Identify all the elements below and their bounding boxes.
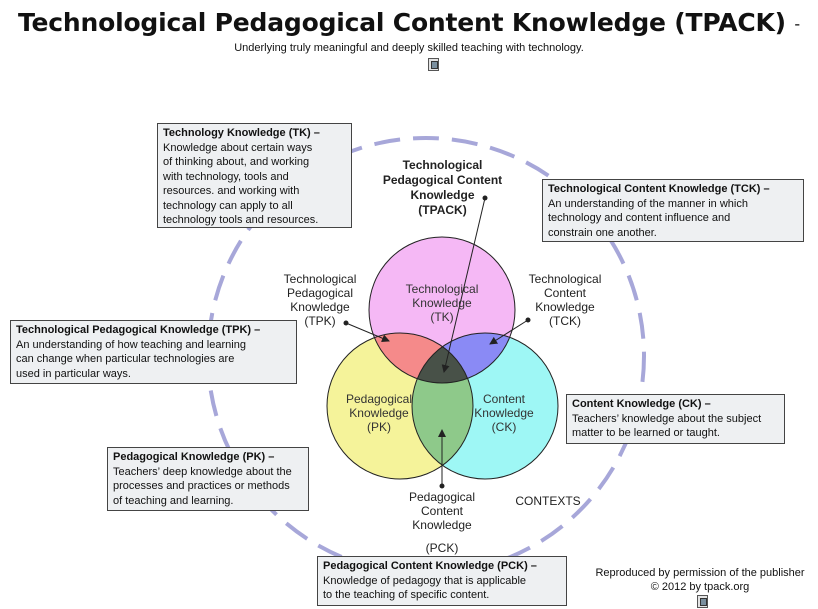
ck-circle-label: Content Knowledge (CK) (464, 392, 544, 434)
tpack-label-line: Technological (402, 158, 483, 172)
pck-box: Pedagogical Content Knowledge (PCK) – Kn… (317, 556, 567, 606)
tk-box: Technology Knowledge (TK) – Knowledge ab… (157, 123, 352, 228)
tck-box-line: An understanding of the manner in which (548, 197, 748, 210)
pk-box: Pedagogical Knowledge (PK) – Teachers’ d… (107, 447, 309, 511)
title-dash: - (794, 14, 800, 34)
tk-box-line: technology tools and resources. (163, 214, 319, 226)
tpack-connector (441, 197, 486, 373)
pck-label-line: Knowledge (412, 518, 472, 532)
tck-label-line: Content (543, 286, 587, 300)
tk-box-line: technology can apply to all (163, 199, 293, 212)
ck-box-line: Teachers’ knowledge about the subject (572, 412, 762, 425)
pck-label-line: Pedagogical (408, 490, 476, 504)
tpk-connector (345, 322, 390, 342)
ck-circle-line: Content (482, 392, 526, 406)
pck-label: Pedagogical Content Knowledge (392, 490, 492, 532)
tpk-label-line: Knowledge (290, 300, 350, 314)
tpk-connector-dot (343, 320, 349, 326)
tck-connector (489, 319, 529, 345)
tck-box-line: constrain one another. (548, 226, 657, 239)
pk-box-line: Teachers’ deep knowledge about the (113, 465, 292, 478)
pk-circle-line: Pedagogical (345, 392, 413, 406)
tpack-connector-dot (482, 195, 488, 201)
ck-circle-line: (CK) (491, 420, 517, 434)
contexts-label: CONTEXTS (515, 494, 581, 508)
tk-circle-line: (TK) (430, 310, 454, 324)
tpk-label: Technological Pedagogical Knowledge (TPK… (270, 272, 370, 328)
pk-circle-label: Pedagogical Knowledge (PK) (334, 392, 424, 434)
tk-circle-label: Technological Knowledge (TK) (392, 282, 492, 324)
book-icon[interactable] (697, 595, 708, 608)
pk-box-line: processes and practices or methods (113, 480, 290, 492)
ck-box-line: matter to be learned or taught. (572, 427, 720, 439)
tpack-label: Technological Pedagogical Content Knowle… (370, 158, 515, 218)
pck-connector-dot (439, 483, 445, 489)
tpk-label-line: (TPK) (304, 314, 336, 328)
tck-box-line: technology and content influence and (548, 212, 731, 224)
ck-box-heading: Content Knowledge (CK) – (572, 398, 711, 410)
tk-box-heading: Technology Knowledge (TK) – (163, 127, 320, 139)
tpk-box-heading: Technological Pedagogical Knowledge (TPK… (16, 324, 261, 336)
tpack-label-line: Knowledge (410, 188, 475, 202)
credit-line-2: © 2012 by tpack.org (650, 581, 750, 593)
tk-circle-line: Knowledge (412, 296, 472, 310)
pck-box-line: to the teaching of specific content. (323, 589, 490, 601)
ck-box: Content Knowledge (CK) – Teachers’ knowl… (566, 394, 785, 444)
tpk-box-line: used in particular ways. (16, 367, 131, 380)
tpk-label-line: Pedagogical (286, 286, 354, 300)
tk-box-line: Knowledge about certain ways (163, 141, 313, 154)
title-text: Technological Pedagogical Content Knowle… (18, 8, 786, 37)
pk-circle-line: (PK) (367, 420, 391, 434)
tpack-label-line: (TPACK) (418, 203, 467, 217)
pck-box-line: Knowledge of pedagogy that is applicable (323, 574, 527, 587)
credit-line-1: Reproduced by permission of the publishe… (595, 567, 805, 579)
pk-circle-line: Knowledge (349, 406, 409, 420)
page-subtitle: Underlying truly meaningful and deeply s… (234, 42, 584, 54)
tpk-box: Technological Pedagogical Knowledge (TPK… (10, 320, 297, 384)
tck-box: Technological Content Knowledge (TCK) – … (542, 179, 804, 242)
pck-abbr-label: (PCK) (425, 541, 459, 555)
tck-label-line: (TCK) (549, 314, 581, 328)
tck-label-line: Technological (528, 272, 602, 286)
ck-circle-line: Knowledge (474, 406, 534, 420)
tk-box-line: resources. and working with (163, 185, 300, 197)
tck-box-heading: Technological Content Knowledge (TCK) – (548, 183, 770, 195)
pk-circle-outline (326, 332, 474, 480)
pck-box-heading: Pedagogical Content Knowledge (PCK) – (323, 560, 537, 572)
ck-circle-outline (411, 332, 559, 480)
tk-circle-line: Technological (405, 282, 479, 296)
page-title: Technological Pedagogical Content Knowle… (0, 8, 818, 37)
tck-connector-dot (525, 317, 531, 323)
tpk-box-line: An understanding of how teaching and lea… (16, 338, 246, 351)
tck-label-line: Knowledge (535, 300, 595, 314)
tpk-box-line: can change when particular technologies … (16, 353, 235, 365)
credit-text: Reproduced by permission of the publishe… (585, 566, 815, 594)
tk-circle-outline (368, 236, 516, 384)
pk-box-line: of teaching and learning. (113, 494, 234, 507)
tpack-label-line: Pedagogical Content (382, 173, 503, 187)
tk-box-line: of thinking about, and working (163, 156, 310, 168)
pck-label-line: Content (420, 504, 464, 518)
book-icon[interactable] (428, 58, 439, 71)
tck-label: Technological Content Knowledge (TCK) (515, 272, 615, 328)
tpk-label-line: Technological (283, 272, 357, 286)
tk-box-line: with technology, tools and (163, 170, 289, 183)
pk-box-heading: Pedagogical Knowledge (PK) – (113, 451, 275, 463)
